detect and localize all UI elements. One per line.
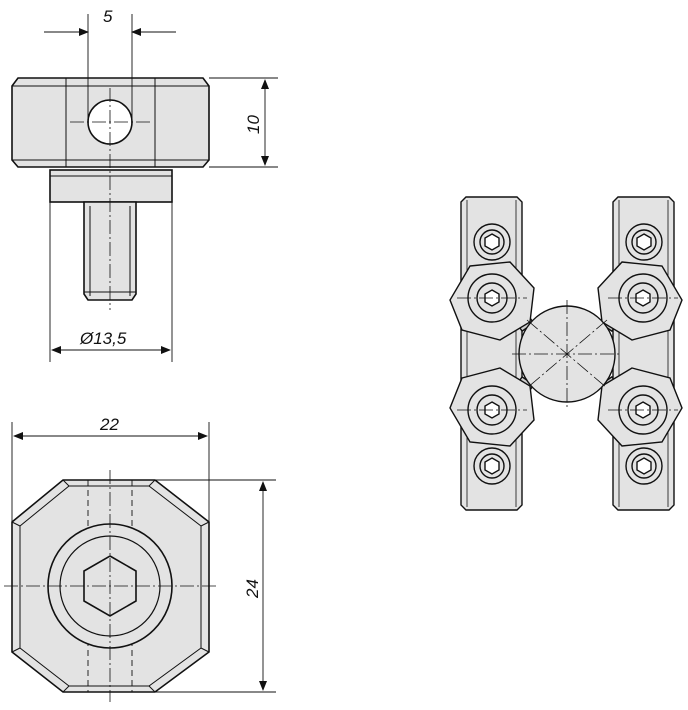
- rail-screw-top-right: [625, 223, 663, 261]
- dimension-width-label: 22: [99, 415, 119, 434]
- dimension-hole-width: [44, 14, 176, 120]
- dimension-height: [209, 77, 278, 168]
- assembly-view: [449, 196, 683, 511]
- dimension-diameter-label: Ø13,5: [79, 329, 127, 348]
- assembly-centerlines: [457, 297, 678, 411]
- dimension-depth: [155, 479, 276, 693]
- dimension-height-label: 10: [244, 115, 263, 134]
- rail-screw-bottom-left: [473, 447, 511, 485]
- dimension-hole-width-label: 5: [103, 7, 113, 26]
- dimension-width: [11, 422, 210, 522]
- top-view-centerlines: [4, 470, 218, 702]
- side-view: [11, 77, 210, 301]
- clamp-bottom-left: [449, 367, 535, 447]
- rail-screw-bottom-right: [625, 447, 663, 485]
- side-view-centerlines: [70, 88, 150, 310]
- dimension-diameter: [49, 202, 173, 362]
- collar: [49, 169, 173, 203]
- dimension-depth-label: 24: [243, 579, 262, 599]
- rail-screw-top-left: [473, 223, 511, 261]
